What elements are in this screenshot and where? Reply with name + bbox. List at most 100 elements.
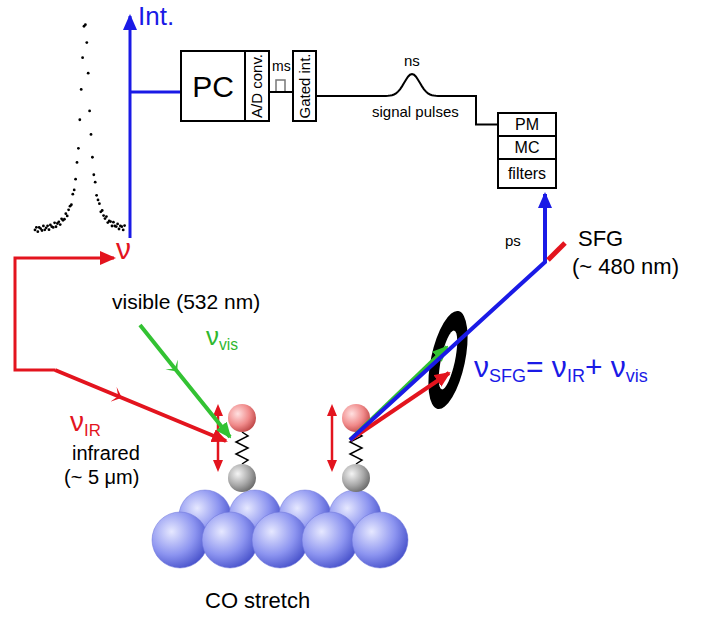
box-text-holder: filters xyxy=(508,165,546,183)
subscript: IR xyxy=(84,421,101,440)
stretch-arrow xyxy=(331,414,334,462)
spectrum-dot xyxy=(81,56,84,59)
spectrum-dot xyxy=(118,228,121,231)
carbon-atom xyxy=(228,464,256,492)
spectrum-dot xyxy=(112,221,115,224)
symbol-text: + ν xyxy=(585,350,626,385)
symbol-text: ν xyxy=(70,406,84,438)
text-label: (~ 480 nm) xyxy=(572,254,679,279)
spectrum-dot xyxy=(123,224,126,227)
spectrum-dot xyxy=(57,220,60,223)
carbon-atom xyxy=(342,464,370,492)
spectrum-dot xyxy=(70,203,73,206)
box-label: PC xyxy=(192,70,234,103)
spectrum-dot xyxy=(111,225,114,228)
computer-box: PC xyxy=(180,50,246,122)
text-label: ps xyxy=(505,232,521,249)
spectrum-dot xyxy=(90,133,93,136)
signal-wire xyxy=(317,74,497,125)
spectrum-dot xyxy=(95,194,98,197)
spectrum-dot xyxy=(67,208,70,211)
spectrum-dot xyxy=(102,214,105,217)
spectrum-dot xyxy=(101,209,104,212)
spectrum-dot xyxy=(115,225,118,228)
box-label: A/D conv. xyxy=(249,54,266,118)
spectrum-dot xyxy=(66,215,69,218)
surface-atom xyxy=(202,512,258,568)
spring xyxy=(236,432,248,464)
spectrum-dot xyxy=(63,218,66,221)
symbol-text: = ν xyxy=(526,350,567,385)
spectrum-dot xyxy=(87,72,90,75)
spectrum-dot xyxy=(94,181,97,184)
symbol-group: νvis xyxy=(206,322,238,352)
electronics-box: A/D conv. xyxy=(244,50,270,122)
symbol-group: νSFG= νIR+ νvis xyxy=(474,350,648,385)
text-label: signal pulses xyxy=(372,103,459,120)
text-label: (~ 5 μm) xyxy=(64,466,139,489)
metal-surface xyxy=(152,490,408,568)
spectrum-dot xyxy=(53,221,56,224)
box-text-holder: A/D conv. xyxy=(249,54,266,118)
detector-box: PM xyxy=(497,112,557,137)
spectrum-dot xyxy=(52,226,55,229)
spectrum-dot xyxy=(122,228,125,231)
spectrum-dot xyxy=(41,229,44,232)
aperture xyxy=(421,308,475,413)
spectrum-dot xyxy=(88,110,91,113)
oxygen-atom xyxy=(228,404,256,432)
spectrum-dot xyxy=(73,188,76,191)
box-text-holder: PC xyxy=(192,70,234,103)
text-label: infrared xyxy=(72,442,140,465)
box-label: filters xyxy=(508,165,546,183)
spectrum-dot xyxy=(35,226,38,229)
text-label: visible (532 nm) xyxy=(112,290,260,314)
surface-atom xyxy=(252,512,308,568)
box-label: MC xyxy=(515,139,540,157)
text-label: SFG xyxy=(578,226,623,251)
surface-atom xyxy=(302,512,358,568)
spectrum-dot xyxy=(78,118,81,121)
infrared-beam xyxy=(55,370,226,441)
frequency-feedback xyxy=(15,258,114,370)
text-label: CO stretch xyxy=(205,588,310,613)
text-label: Int. xyxy=(138,2,174,32)
sfg-beam xyxy=(350,194,545,440)
box-label: PM xyxy=(515,116,539,134)
spectrum-dot xyxy=(92,173,95,176)
spectrum-dot xyxy=(91,156,94,159)
spectrum-dot xyxy=(36,230,39,233)
spectrum-dot xyxy=(48,228,51,231)
spectrum-dots xyxy=(34,23,126,233)
intensity-axis xyxy=(129,16,132,238)
symbol-group: νIR xyxy=(70,406,101,438)
spectrum-dot xyxy=(46,224,49,227)
detector-box: filters xyxy=(497,158,557,189)
spectrum-dot xyxy=(97,198,100,201)
gate-pulse xyxy=(271,80,291,92)
symbol-text: ν xyxy=(474,350,489,385)
spectrum-dot xyxy=(80,88,83,91)
spectrum-dot xyxy=(55,225,58,228)
detector-box: MC xyxy=(497,135,557,160)
signal-wire xyxy=(270,91,292,93)
symbol-text: ν xyxy=(206,322,219,352)
spectrum-dot xyxy=(120,225,123,228)
spectrum-dot xyxy=(98,202,101,205)
subscript: IR xyxy=(567,366,585,387)
spectrum-dot xyxy=(116,223,119,226)
surface-atom xyxy=(152,512,208,568)
box-text-holder: Gated int. xyxy=(296,53,313,118)
spectrum-dot xyxy=(85,41,88,44)
spectrum-dot xyxy=(77,147,80,150)
spectrum-dot xyxy=(42,224,45,227)
text-label: ms xyxy=(272,58,291,74)
subscript: SFG xyxy=(489,366,526,387)
box-text-holder: PM xyxy=(515,116,539,134)
spectrum-dot xyxy=(84,23,87,26)
reflected-infrared xyxy=(350,373,449,440)
spectrum-dot xyxy=(71,193,74,196)
